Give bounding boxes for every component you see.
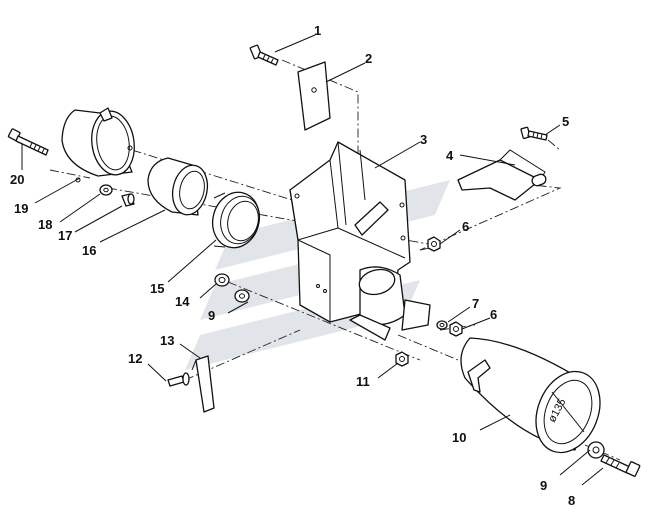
callout-7: 7 — [472, 296, 479, 311]
part-11-nut — [395, 351, 409, 367]
part-17-spacer — [121, 193, 135, 207]
callout-18: 18 — [38, 217, 52, 232]
part-6-nut-a — [427, 236, 441, 252]
part-1-bolt — [249, 44, 279, 66]
part-9-washer-a — [234, 289, 250, 303]
part-4-plate — [457, 149, 547, 201]
part-12-rivet — [167, 372, 190, 387]
leader-lines — [21, 34, 604, 486]
part-2-bracket — [297, 61, 331, 131]
callout-2: 2 — [365, 51, 372, 66]
callout-labels: 1 2 3 4 5 6 6 7 8 9 9 10 11 12 13 14 15 … — [10, 23, 575, 508]
part-10-cone: ø135 — [460, 337, 601, 454]
callout-14: 14 — [175, 294, 190, 309]
callout-10: 10 — [452, 430, 466, 445]
part-20-bolt — [7, 128, 49, 156]
callout-5: 5 — [562, 114, 569, 129]
part-8-bolt — [600, 454, 641, 477]
part-19-clamp — [61, 107, 135, 183]
callout-9b: 9 — [540, 478, 547, 493]
callout-1: 1 — [314, 23, 321, 38]
callout-8: 8 — [568, 493, 575, 508]
callout-11: 11 — [356, 374, 370, 389]
part-5-screw — [520, 126, 548, 141]
part-14-nut — [214, 273, 230, 287]
part-7-washer — [436, 320, 448, 330]
callout-13: 13 — [160, 333, 174, 348]
part-6-nut-b — [449, 321, 463, 337]
part-3-housing — [289, 141, 431, 341]
callout-12: 12 — [128, 351, 142, 366]
part-9-washer-b — [587, 441, 605, 459]
callout-15: 15 — [150, 281, 164, 296]
part-13-clip — [191, 355, 215, 413]
callout-6a: 6 — [462, 219, 469, 234]
callout-20: 20 — [10, 172, 24, 187]
part-15-gasket — [211, 191, 261, 249]
part-18-washer — [99, 184, 113, 196]
part-16-sleeve — [147, 157, 209, 216]
callout-19: 19 — [14, 201, 28, 216]
callout-17: 17 — [58, 228, 72, 243]
callout-9a: 9 — [208, 308, 215, 323]
callout-16: 16 — [82, 243, 96, 258]
callout-4: 4 — [446, 148, 454, 163]
callout-6b: 6 — [490, 307, 497, 322]
callout-3: 3 — [420, 132, 427, 147]
